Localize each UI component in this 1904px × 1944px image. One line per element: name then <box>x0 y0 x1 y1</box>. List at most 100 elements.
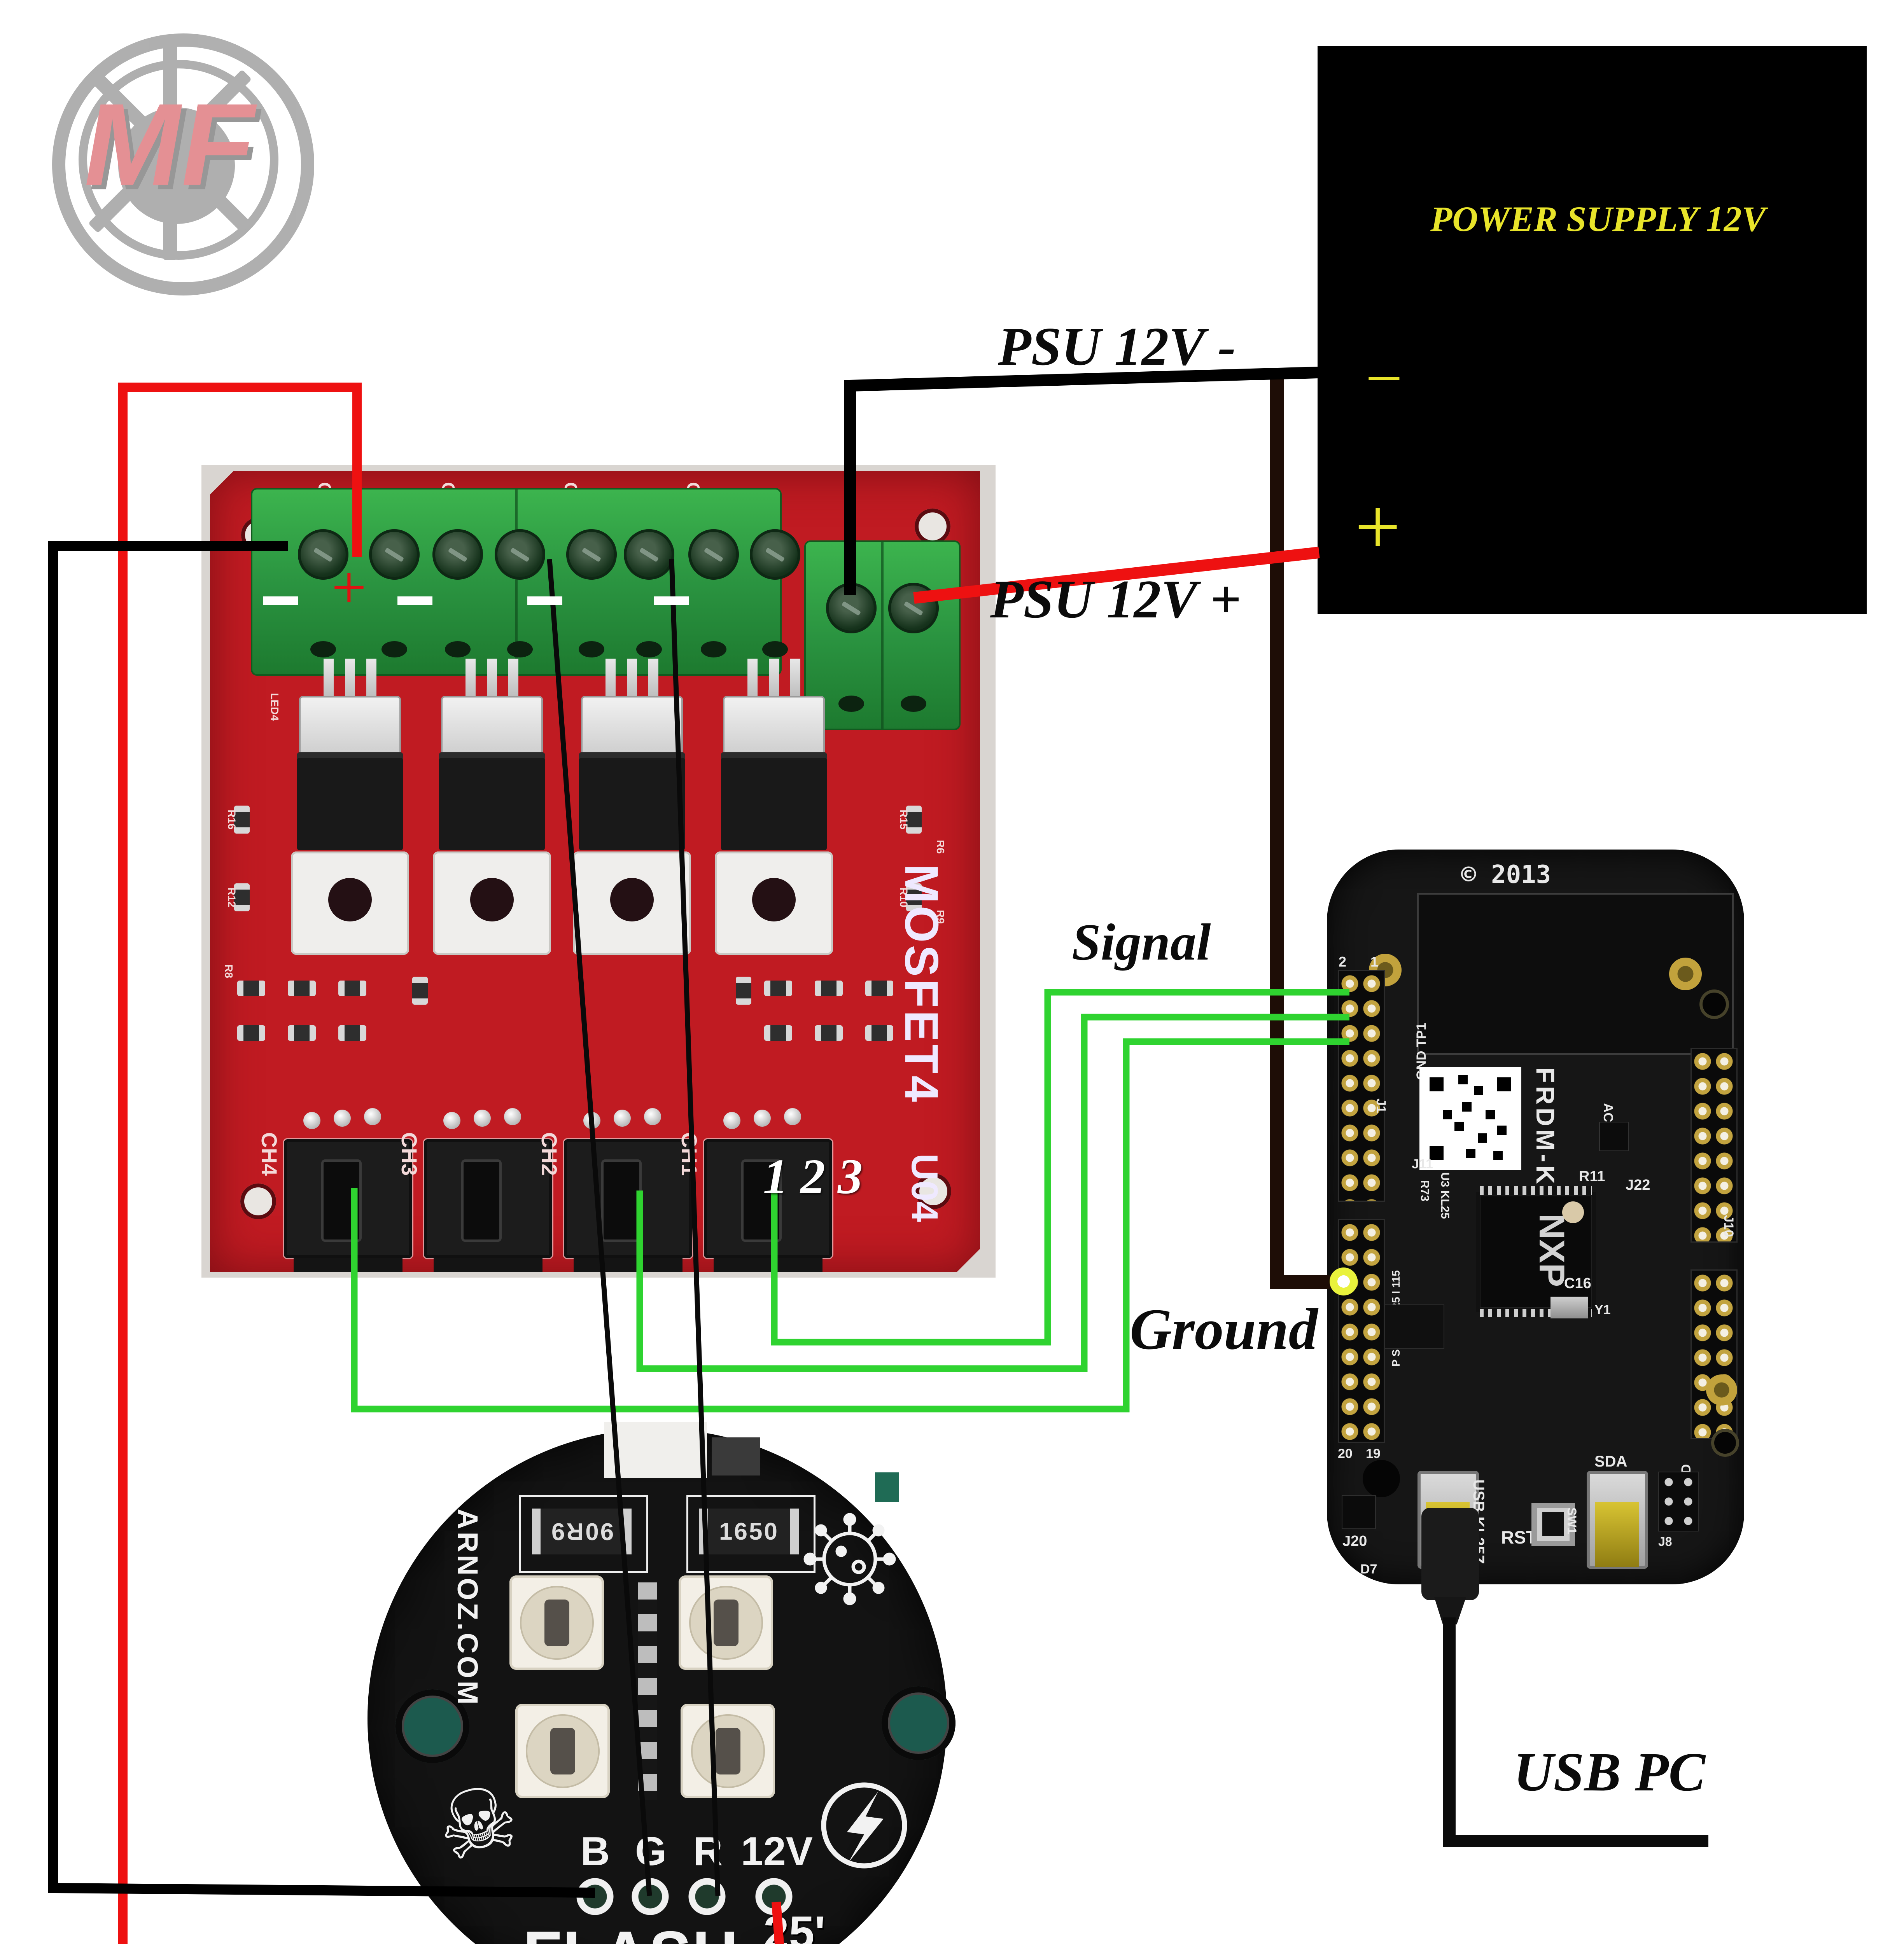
plus-mark: + <box>327 552 369 622</box>
terminal-screw-5 <box>566 529 617 580</box>
wire-usb-pc <box>1443 1617 1708 1847</box>
usb-port-sda <box>1587 1471 1648 1569</box>
connector-pin <box>303 1112 320 1129</box>
resistor <box>338 1025 366 1041</box>
label-usb-pc: USB PC <box>1514 1741 1706 1802</box>
wire-psu-minus <box>844 367 1320 595</box>
fet-leg <box>747 659 758 698</box>
fet-tab <box>441 696 543 753</box>
gnd-pin-core <box>1337 1275 1350 1288</box>
fet-body <box>297 752 403 850</box>
qr-code <box>1419 1067 1521 1170</box>
fet-hole <box>610 878 654 921</box>
wire-thin-g <box>547 559 652 1896</box>
resistor <box>237 981 265 996</box>
resistor <box>338 981 366 996</box>
gold-hole <box>1669 958 1702 990</box>
terminal-block-main <box>251 488 782 676</box>
fet-tab <box>581 696 683 753</box>
fet-hole <box>470 878 514 921</box>
dark-hole-bottom <box>1363 1460 1400 1497</box>
mounting-hole <box>915 1173 951 1209</box>
terminal-screw-7 <box>688 529 739 580</box>
mosfet-board: CH4 CH3 CH2 CH1 <box>210 471 980 1272</box>
label-psu-minus: PSU 12V - <box>998 316 1236 377</box>
resistor <box>234 806 250 834</box>
connector-pin <box>644 1108 661 1125</box>
dark-hole <box>1699 989 1729 1019</box>
resistor <box>815 981 843 996</box>
wire-thin-r <box>669 559 721 1896</box>
terminal-screw-8 <box>750 529 800 580</box>
wire-entry <box>579 641 604 657</box>
fet-hole <box>752 878 796 921</box>
connector-slot <box>461 1159 502 1242</box>
connector-pin <box>723 1112 740 1129</box>
resistor <box>764 1025 792 1041</box>
rgb-led <box>509 1575 604 1670</box>
r11-label: R11 <box>1579 1168 1605 1185</box>
wire-black-gnd-loop <box>48 541 595 1898</box>
fet-leg <box>487 659 497 698</box>
resistor <box>865 1025 893 1041</box>
minus-mark <box>397 596 432 605</box>
resistor <box>764 981 792 996</box>
label-signal: Signal <box>1072 913 1211 971</box>
accel-chip <box>1599 1122 1629 1151</box>
crystal-y1 <box>1550 1297 1588 1318</box>
flash-top-component <box>712 1437 760 1475</box>
connector-pin <box>334 1110 351 1127</box>
copyright: © 2013 <box>1461 860 1551 889</box>
connector-ch2 <box>564 1139 692 1258</box>
terminal-screw-1 <box>298 529 348 580</box>
fet-leg <box>769 659 779 698</box>
psu-minus-symbol: − <box>1361 342 1406 415</box>
frdm-kl25z-board: © 2013 2 1 J1 GND TP1 20 19 J10 J9 FRDM-… <box>1327 850 1744 1584</box>
connector-pin <box>364 1108 381 1125</box>
fet-leg <box>508 659 518 698</box>
terminal-block-psu <box>804 540 961 730</box>
fet-leg <box>366 659 376 698</box>
wire-signal-ch4 <box>351 1038 1349 1413</box>
wire-ground-kl25z <box>1270 369 1342 1289</box>
fet-body <box>579 752 685 850</box>
pin20-label: 20 <box>1338 1446 1353 1461</box>
wire-entry <box>636 641 662 657</box>
y1-label: Y1 <box>1594 1302 1611 1317</box>
d7-label: D7 <box>1360 1562 1377 1577</box>
wire-entry <box>310 641 336 657</box>
j8-label: J8 <box>1658 1535 1672 1549</box>
minus-mark <box>263 596 298 605</box>
fet-body <box>439 752 545 850</box>
fet-tab <box>299 696 401 753</box>
j8-swd-header <box>1658 1472 1699 1531</box>
flash-top-connector <box>604 1422 707 1478</box>
header-j9 <box>1690 1269 1738 1439</box>
fet-leg <box>324 659 334 698</box>
wire-signal-ch2 <box>636 1014 1349 1372</box>
terminal-screw-4 <box>495 529 545 580</box>
pad-label-b: B <box>581 1829 610 1874</box>
flash-title: FLASH <box>523 1916 739 1944</box>
wire-entry <box>838 696 864 712</box>
capacitor <box>412 977 428 1005</box>
wire-entry <box>701 641 726 657</box>
header-j1 <box>1338 970 1385 1202</box>
wire-entry <box>901 696 926 712</box>
fet-leg <box>466 659 476 698</box>
fet-leg <box>345 659 355 698</box>
fet-body <box>721 752 827 850</box>
j22-label: J22 <box>1626 1177 1650 1193</box>
flash-resistor-2: 1650 <box>708 1509 790 1554</box>
wire-entry <box>507 641 533 657</box>
rgb-led-d3 <box>1562 1201 1584 1223</box>
label-psu-plus: PSU 12V + <box>990 569 1241 629</box>
terminal-screw-3 <box>432 529 483 580</box>
connector-pin <box>474 1110 491 1127</box>
resistor <box>815 1025 843 1041</box>
ldo-chip <box>1384 1304 1444 1349</box>
rgb-led <box>515 1704 610 1798</box>
resistor <box>865 981 893 996</box>
connector-pin <box>784 1108 801 1125</box>
